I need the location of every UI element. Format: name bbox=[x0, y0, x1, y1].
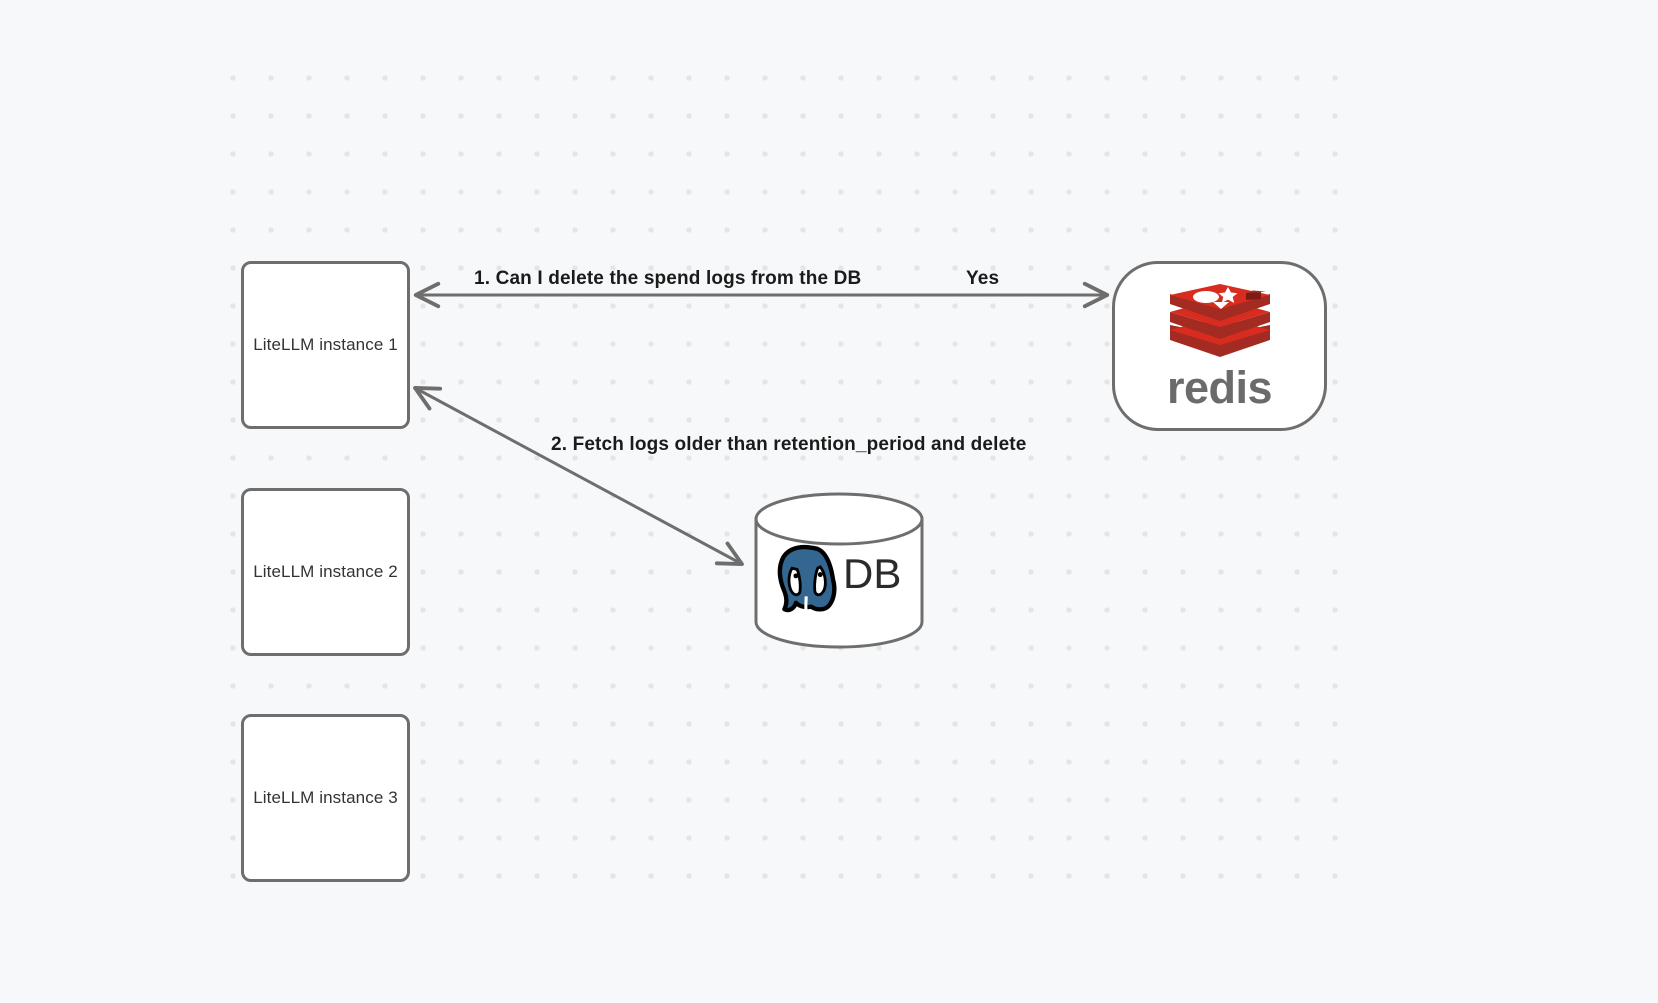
node-litellm-instance-1[interactable]: LiteLLM instance 1 bbox=[241, 261, 410, 429]
node-litellm-instance-3[interactable]: LiteLLM instance 3 bbox=[241, 714, 410, 882]
node-database[interactable]: DB bbox=[753, 492, 925, 649]
redis-logo-icon bbox=[1169, 283, 1270, 357]
redis-wordmark: redis bbox=[1166, 361, 1273, 413]
node-litellm-instance-2[interactable]: LiteLLM instance 2 bbox=[241, 488, 410, 656]
node-label: LiteLLM instance 3 bbox=[253, 788, 398, 807]
edge-label-step-1: 1. Can I delete the spend logs from the … bbox=[474, 268, 862, 289]
edge-label-step-2: 2. Fetch logs older than retention_perio… bbox=[551, 434, 1027, 455]
database-label: DB bbox=[843, 550, 902, 597]
postgresql-elephant-icon bbox=[777, 544, 837, 616]
node-label: LiteLLM instance 1 bbox=[253, 335, 398, 354]
node-redis[interactable]: redis bbox=[1112, 261, 1327, 431]
node-label: LiteLLM instance 2 bbox=[253, 562, 398, 581]
edge-label-yes: Yes bbox=[966, 268, 1000, 289]
edge-litellm1-database bbox=[413, 386, 744, 566]
